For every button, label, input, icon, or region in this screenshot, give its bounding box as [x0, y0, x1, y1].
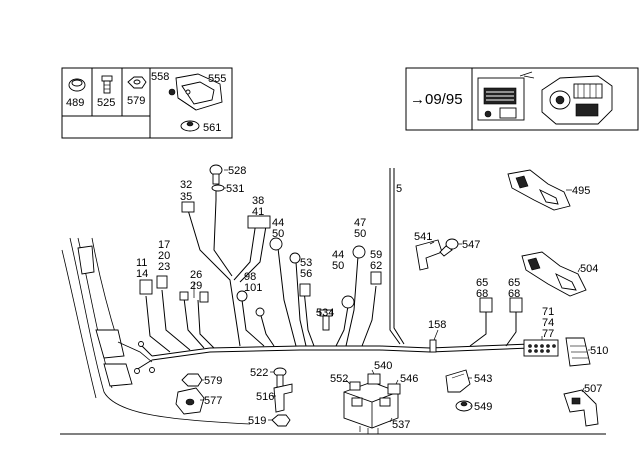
connector-504-icon	[521, 251, 587, 297]
callout-47: 47	[354, 217, 366, 229]
callout-32: 32	[180, 179, 192, 191]
callout-68-b: 68	[508, 288, 520, 300]
clip-561-icon	[180, 120, 200, 132]
inset-model-date: → 09/95	[405, 67, 639, 131]
bracket-516-icon	[273, 383, 293, 413]
callout-549: 549	[474, 401, 492, 413]
callout-579-lower: 579	[204, 375, 222, 387]
clip-507-icon	[563, 389, 599, 427]
bolt-547-icon	[439, 238, 459, 257]
bolt-534-icon	[319, 309, 333, 331]
clip-158-icon	[429, 339, 437, 353]
callout-552: 552	[330, 373, 348, 385]
callout-62: 62	[370, 260, 382, 272]
part-label-579: 579	[127, 95, 145, 107]
grommet-549-icon	[455, 400, 473, 412]
nut-579-lower-icon	[181, 373, 203, 387]
callout-20: 20	[158, 250, 170, 262]
callout-537: 537	[392, 419, 410, 431]
callout-65-b: 65	[508, 277, 520, 289]
relay-block-537-icon	[343, 381, 399, 434]
bolt-525-icon	[101, 75, 113, 94]
part-label-525: 525	[97, 97, 115, 109]
bolt-528-icon	[209, 164, 223, 185]
callout-531: 531	[226, 183, 244, 195]
callout-541: 541	[414, 231, 432, 243]
callout-44-a: 44	[272, 217, 284, 229]
bracket-541-icon	[415, 239, 443, 271]
callout-65-a: 65	[476, 277, 488, 289]
callout-547: 547	[462, 239, 480, 251]
clip-577-icon	[175, 387, 205, 415]
vehicle-body-outline	[61, 237, 251, 425]
part-label-555: 555	[208, 73, 226, 85]
leader-lines	[200, 169, 590, 423]
callout-495: 495	[572, 185, 590, 197]
callout-29: 29	[190, 280, 202, 292]
callout-158: 158	[428, 319, 446, 331]
connector-495-icon	[507, 169, 571, 211]
callout-534: 534	[316, 307, 334, 319]
main-wiring-harness	[134, 168, 531, 374]
callout-59: 59	[370, 249, 382, 261]
grommet-489-icon	[68, 78, 86, 92]
callout-44-b: 44	[332, 249, 344, 261]
callout-56: 56	[300, 268, 312, 280]
callout-41: 41	[252, 206, 264, 218]
callout-17: 17	[158, 239, 170, 251]
callout-53: 53	[300, 257, 312, 269]
engine-icon	[519, 71, 613, 125]
nut-579-icon	[127, 76, 147, 89]
cover-510-icon	[565, 337, 591, 367]
callout-labels: 528 531 32 35 5 495 38 41 44 50 47 50 54…	[136, 165, 608, 431]
part-label-489: 489	[66, 97, 84, 109]
multi-connector-71-icon	[523, 339, 559, 357]
nut-519-icon	[271, 414, 291, 427]
callout-38: 38	[252, 195, 264, 207]
callout-98: 98	[244, 271, 256, 283]
part-label-558: 558	[151, 71, 169, 83]
relay-540-icon	[367, 373, 381, 385]
bracket-543-icon	[445, 369, 471, 393]
callout-26: 26	[190, 269, 202, 281]
relay-546-icon	[387, 383, 401, 395]
callout-74: 74	[542, 317, 554, 329]
bolt-522-icon	[273, 367, 287, 388]
callout-23: 23	[158, 261, 170, 273]
callout-507: 507	[584, 383, 602, 395]
callout-101: 101	[244, 282, 262, 294]
callout-577: 577	[204, 395, 222, 407]
date-label: 09/95	[425, 91, 463, 108]
callout-546: 546	[400, 373, 418, 385]
callout-5: 5	[396, 183, 402, 195]
date-arrow-icon: →	[410, 91, 425, 108]
callout-516: 516	[256, 391, 274, 403]
bracket-555-icon	[168, 73, 223, 111]
callout-11: 11	[136, 257, 147, 269]
inset-small-parts: 489 525 579 558 555 561	[61, 67, 233, 139]
callout-77: 77	[542, 328, 554, 340]
callout-35: 35	[180, 191, 192, 203]
callout-50-b: 50	[354, 228, 366, 240]
callout-50-a: 50	[272, 228, 284, 240]
callout-510: 510	[590, 345, 608, 357]
callout-50-c: 50	[332, 260, 344, 272]
callout-68-a: 68	[476, 288, 488, 300]
washer-531-icon	[211, 184, 225, 192]
callout-504: 504	[580, 263, 598, 275]
callout-543: 543	[474, 373, 492, 385]
relay-552-icon	[349, 381, 361, 391]
callout-71: 71	[542, 306, 554, 318]
part-label-561: 561	[203, 122, 221, 134]
callout-540: 540	[374, 360, 392, 372]
callout-522: 522	[250, 367, 268, 379]
callout-528: 528	[228, 165, 246, 177]
callout-519: 519	[248, 415, 266, 427]
control-module-icon	[477, 77, 525, 121]
callout-14: 14	[136, 268, 148, 280]
